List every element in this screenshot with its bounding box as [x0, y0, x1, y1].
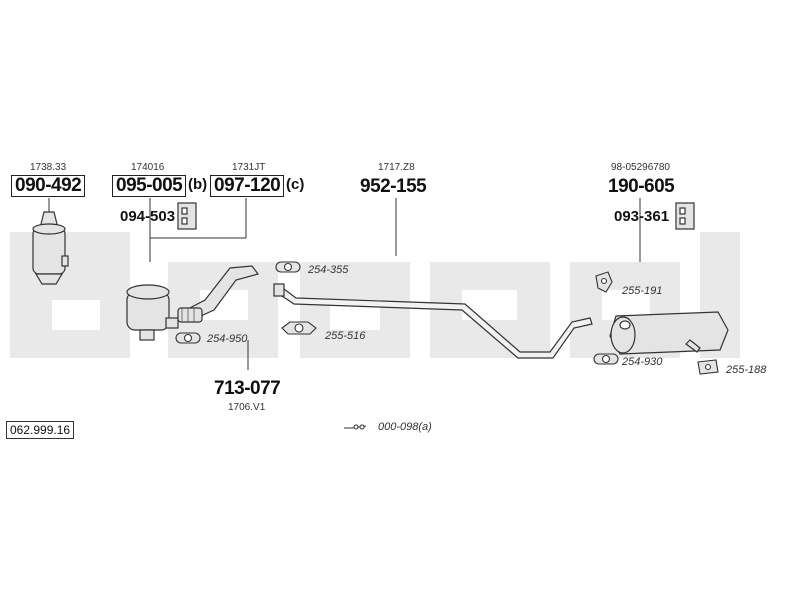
oe-number: 1706.V1: [228, 402, 266, 413]
small-part-label[interactable]: 255-516: [325, 330, 366, 342]
part-number-label[interactable]: 713-077: [214, 378, 281, 399]
part-number-label[interactable]: 952-155: [360, 176, 427, 197]
part-number-label[interactable]: 090-492: [11, 175, 86, 197]
middle-pipe-part[interactable]: [273, 283, 593, 359]
bracket-part-right[interactable]: [675, 202, 695, 230]
clamp-part-255-516: [281, 321, 317, 335]
small-part-label[interactable]: 255-188: [726, 364, 767, 376]
oe-number: 174016: [131, 162, 165, 173]
oe-number: 98-05296780: [611, 162, 670, 173]
part-suffix: (b): [188, 176, 208, 193]
diagram-reference-code: 062.999.16: [6, 421, 75, 439]
leader-lines: [48, 198, 641, 370]
oe-number: 1738.33: [30, 162, 67, 173]
part-number-label[interactable]: 095-005: [112, 175, 187, 197]
particulate-filter-part[interactable]: [126, 284, 179, 341]
part-number-label[interactable]: 190-605: [608, 176, 675, 197]
kit-part-000-098: [344, 424, 367, 430]
gasket-part-254-950: [175, 332, 201, 344]
oe-number: 1731JT: [232, 162, 266, 173]
hanger-part-255-188: [697, 359, 719, 375]
sub-part-number-label[interactable]: 093-361: [614, 208, 670, 225]
small-part-label[interactable]: 254-355: [308, 264, 349, 276]
part-suffix: (c): [286, 176, 305, 193]
hanger-part-255-191: [595, 271, 613, 293]
oe-number: 1717.Z8: [378, 162, 415, 173]
small-part-label[interactable]: 000-098(a): [378, 421, 432, 433]
catalytic-converter-part[interactable]: [32, 211, 69, 285]
part-number-label[interactable]: 097-120: [210, 175, 285, 197]
small-part-label[interactable]: 254-930: [622, 356, 663, 368]
rear-silencer-part[interactable]: [609, 311, 729, 355]
gasket-part-254-930: [593, 353, 619, 365]
small-part-label[interactable]: 254-950: [207, 333, 248, 345]
front-pipe-part[interactable]: [177, 265, 260, 323]
gasket-part-254-355: [275, 261, 301, 273]
bracket-part-left[interactable]: [177, 202, 197, 230]
small-part-label[interactable]: 255-191: [622, 285, 663, 297]
sub-part-number-label[interactable]: 094-503: [120, 208, 176, 225]
